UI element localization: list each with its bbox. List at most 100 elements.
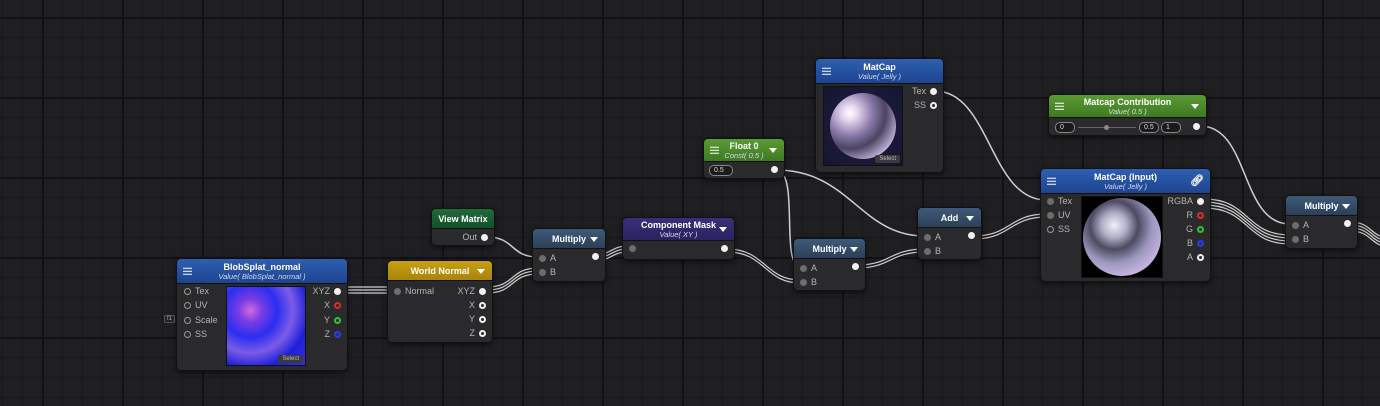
input-port-uv[interactable]: UV [1047, 210, 1071, 220]
node-multiply-1[interactable]: Multiply A B [532, 228, 606, 282]
input-port-b[interactable]: B [800, 277, 817, 287]
port-dot-icon[interactable] [481, 233, 488, 241]
node-float-0[interactable]: Float 0 Const( 0.5 ) 0.5 [703, 138, 785, 179]
port-dot-icon[interactable] [771, 166, 778, 173]
output-port[interactable] [852, 263, 859, 270]
port-dot-icon[interactable] [479, 301, 486, 309]
link-icon[interactable]: 🔗︎ [1190, 175, 1204, 187]
menu-icon[interactable] [1047, 176, 1056, 187]
port-dot-icon[interactable] [1193, 123, 1200, 130]
menu-icon[interactable] [710, 145, 719, 156]
select-texture-button[interactable]: Select [278, 355, 303, 363]
menu-icon[interactable] [822, 66, 831, 77]
input-port-tex[interactable]: Tex [1047, 196, 1072, 206]
node-header[interactable]: Component Mask Value( XY ) [623, 218, 734, 241]
dropdown-arrow-icon[interactable] [1342, 203, 1350, 209]
port-dot-icon[interactable] [479, 287, 486, 295]
port-dot-icon[interactable] [1047, 211, 1054, 219]
select-texture-button[interactable]: Select [875, 155, 900, 163]
port-dot-blue-icon[interactable] [334, 330, 341, 338]
port-dot-icon[interactable] [1292, 221, 1299, 229]
output-port[interactable] [1193, 123, 1200, 130]
menu-icon[interactable] [1055, 101, 1064, 112]
node-header[interactable]: View Matrix [432, 209, 494, 229]
port-dot-green-icon[interactable] [1197, 225, 1204, 233]
output-port-xyz[interactable]: XYZ [312, 286, 341, 296]
port-dot-icon[interactable] [184, 316, 191, 324]
port-dot-icon[interactable] [1047, 225, 1054, 233]
port-dot-icon[interactable] [1344, 220, 1351, 227]
input-port-a[interactable]: A [924, 232, 941, 242]
input-port-uv[interactable]: UV [184, 300, 208, 310]
input-port-b[interactable]: B [539, 267, 556, 277]
output-port-y[interactable]: Y [324, 315, 341, 325]
port-dot-icon[interactable] [924, 247, 931, 255]
port-dot-icon[interactable] [1197, 253, 1204, 261]
dropdown-arrow-icon[interactable] [590, 236, 598, 242]
output-port-xyz[interactable]: XYZ [457, 286, 486, 296]
port-dot-icon[interactable] [184, 330, 191, 338]
port-dot-icon[interactable] [1047, 197, 1054, 205]
node-add[interactable]: Add A B [917, 207, 982, 260]
node-matcap-contribution[interactable]: Matcap Contribution Value( 0.5 ) 0 0.5 1 [1048, 94, 1207, 136]
node-header[interactable]: MatCap (Input) Value( Jelly ) 🔗︎ [1041, 169, 1210, 194]
port-dot-red-icon[interactable] [334, 301, 341, 309]
port-dot-icon[interactable] [539, 254, 546, 262]
input-port-a[interactable]: A [1292, 220, 1309, 230]
output-port[interactable] [1344, 220, 1351, 227]
port-dot-icon[interactable] [852, 263, 859, 270]
output-port-z[interactable]: Z [325, 329, 341, 339]
port-dot-red-icon[interactable] [1197, 211, 1204, 219]
dropdown-arrow-icon[interactable] [966, 215, 974, 221]
node-header[interactable]: World Normal [388, 261, 492, 281]
port-dot-blue-icon[interactable] [1197, 239, 1204, 247]
port-dot-icon[interactable] [479, 329, 486, 337]
port-dot-icon[interactable] [334, 287, 341, 295]
port-dot-icon[interactable] [394, 287, 401, 295]
node-header[interactable]: MatCap Value( Jelly ) [816, 59, 943, 84]
node-header[interactable]: Matcap Contribution Value( 0.5 ) [1049, 95, 1206, 118]
input-port-normal[interactable]: Normal [394, 286, 434, 296]
output-port-y[interactable]: Y [469, 314, 486, 324]
node-view-matrix[interactable]: View Matrix Out [431, 208, 495, 246]
dropdown-arrow-icon[interactable] [850, 246, 858, 252]
port-dot-icon[interactable] [184, 287, 191, 295]
dropdown-arrow-icon[interactable] [719, 227, 727, 232]
output-port-a[interactable]: A [1187, 252, 1204, 262]
port-dot-icon[interactable] [539, 268, 546, 276]
port-dot-icon[interactable] [629, 245, 636, 252]
port-dot-icon[interactable] [968, 232, 975, 239]
output-port[interactable] [721, 245, 728, 252]
node-header[interactable]: Float 0 Const( 0.5 ) [704, 139, 784, 162]
port-dot-icon[interactable] [479, 315, 486, 323]
node-header[interactable]: Add [918, 208, 981, 228]
output-port-ss[interactable]: SS [914, 100, 937, 110]
input-port[interactable] [629, 245, 636, 252]
dropdown-arrow-icon[interactable] [1191, 104, 1199, 109]
output-port-x[interactable]: X [324, 300, 341, 310]
port-dot-icon[interactable] [924, 233, 931, 241]
node-matcap[interactable]: MatCap Value( Jelly ) Select Tex SS [815, 58, 944, 173]
output-port[interactable] [771, 166, 778, 173]
port-dot-icon[interactable] [930, 87, 937, 95]
port-dot-icon[interactable] [930, 101, 937, 109]
node-header[interactable]: Multiply [794, 239, 865, 259]
output-port-b[interactable]: B [1187, 238, 1204, 248]
inline-property-tag[interactable]: f1 [164, 315, 176, 323]
output-port[interactable] [592, 253, 599, 260]
port-dot-icon[interactable] [800, 278, 807, 286]
input-port-a[interactable]: A [800, 263, 817, 273]
node-header[interactable]: Multiply [1286, 196, 1357, 216]
input-port-b[interactable]: B [924, 246, 941, 256]
output-port-rgba[interactable]: RGBA [1167, 196, 1204, 206]
node-component-mask[interactable]: Component Mask Value( XY ) [622, 217, 735, 260]
texture-preview-matcap[interactable]: Select [823, 86, 903, 166]
min-value-input[interactable]: 0 [1055, 122, 1075, 133]
node-matcap-input[interactable]: MatCap (Input) Value( Jelly ) 🔗︎ Tex UV … [1040, 168, 1211, 282]
output-port[interactable] [968, 232, 975, 239]
output-port-r[interactable]: R [1187, 210, 1204, 220]
value-slider-knob[interactable] [1104, 125, 1109, 130]
port-dot-icon[interactable] [1292, 235, 1299, 243]
dropdown-arrow-icon[interactable] [477, 268, 485, 274]
node-header[interactable]: BlobSplat_normal Value( BlobSplat_normal… [177, 259, 347, 284]
